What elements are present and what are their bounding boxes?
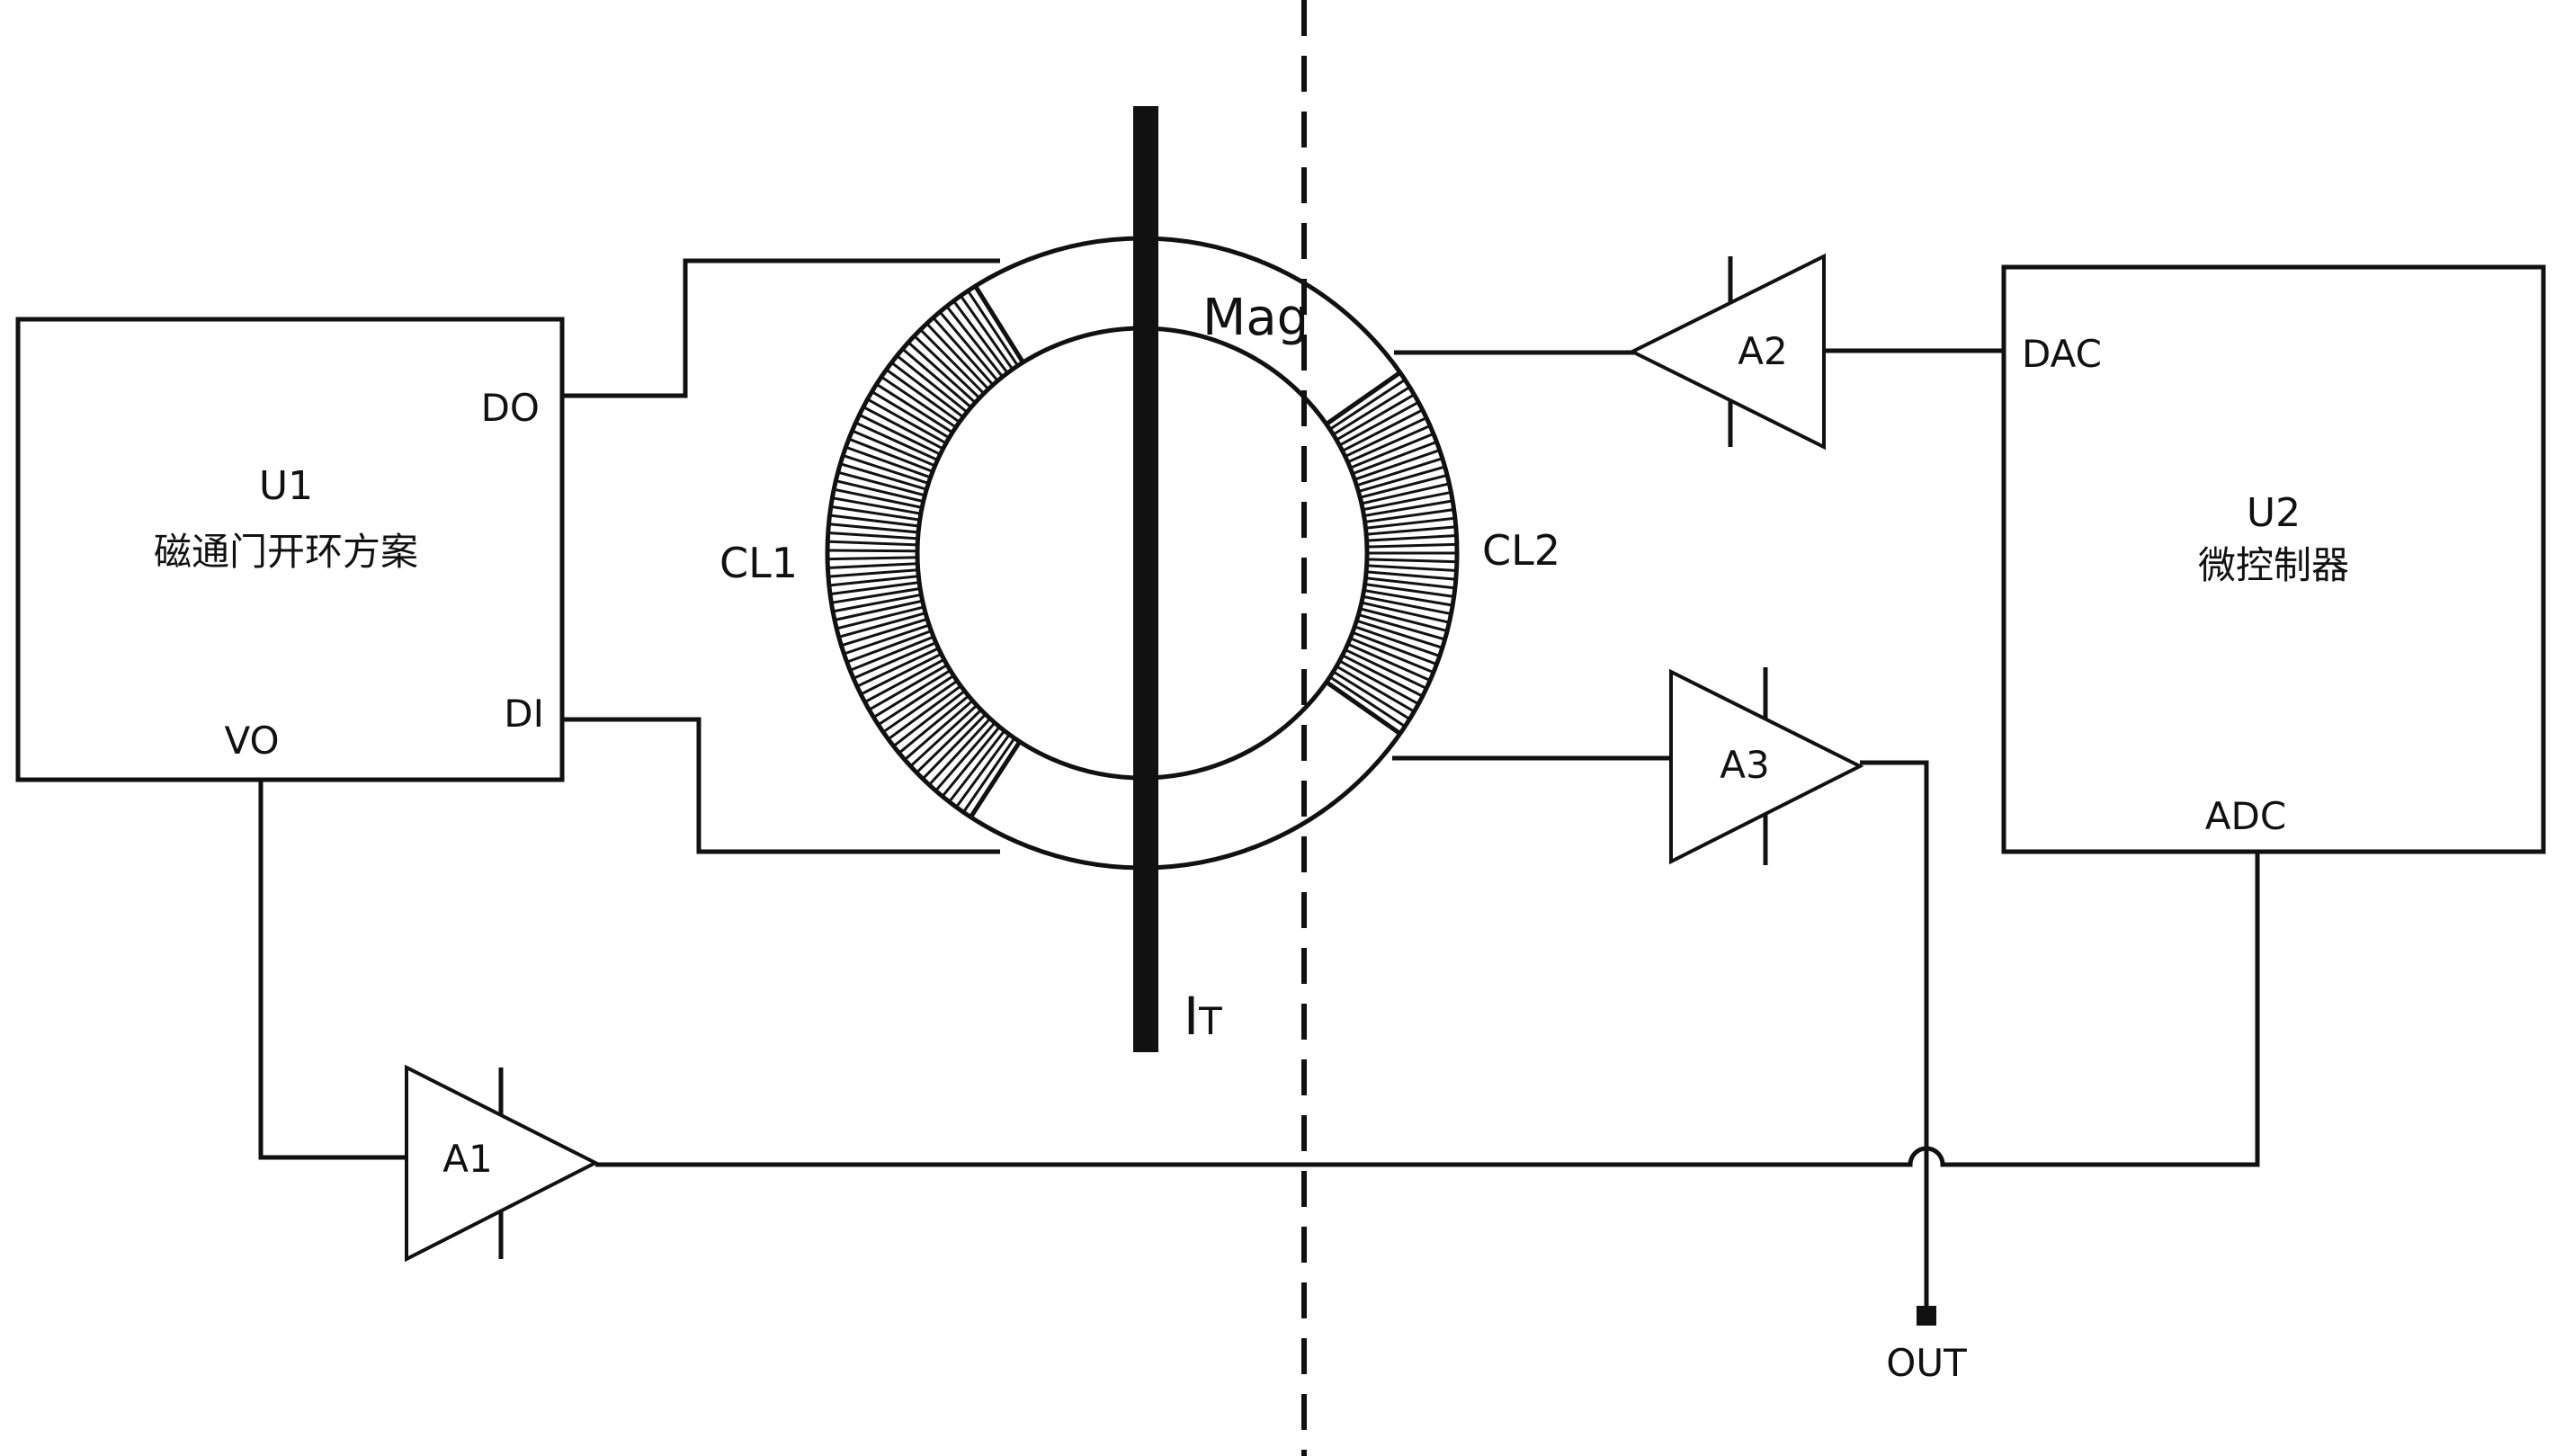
amplifier-a2: A2 <box>1628 253 1826 451</box>
u1-pin-do: DO <box>481 386 540 430</box>
u2-name: U2 <box>2247 490 2301 536</box>
a3-label: A3 <box>1720 743 1769 787</box>
toroid-core <box>825 236 1460 871</box>
wiring <box>258 258 2260 1326</box>
cl1-label: CL1 <box>719 539 798 587</box>
out-terminal <box>1917 1306 1936 1326</box>
out-label: OUT <box>1886 1341 1967 1385</box>
cl2-label: CL2 <box>1482 526 1560 575</box>
conductor-label: IT <box>1184 986 1222 1047</box>
u1-pin-vo: VO <box>224 719 279 763</box>
u1-description: 磁通门开环方案 <box>154 530 418 574</box>
u2-block: U2 微控制器 DAC ADC <box>2001 264 2546 854</box>
u1-pin-di: DI <box>504 692 544 736</box>
a1-label: A1 <box>442 1137 492 1181</box>
u1-name: U1 <box>259 463 313 509</box>
u1-block: U1 磁通门开环方案 DO DI VO <box>15 317 565 782</box>
u2-pin-adc: ADC <box>2205 794 2286 838</box>
winding-cl1 <box>829 286 1024 817</box>
u2-description: 微控制器 <box>2198 543 2349 587</box>
current-conductor <box>1133 106 1158 1052</box>
winding-cl2 <box>1326 371 1455 735</box>
a2-label: A2 <box>1738 329 1787 373</box>
amplifier-a1: A1 <box>405 1064 600 1263</box>
amplifier-a3: A3 <box>1669 667 1864 865</box>
u2-pin-dac: DAC <box>2022 332 2102 376</box>
mag-label: Mag <box>1202 289 1309 347</box>
